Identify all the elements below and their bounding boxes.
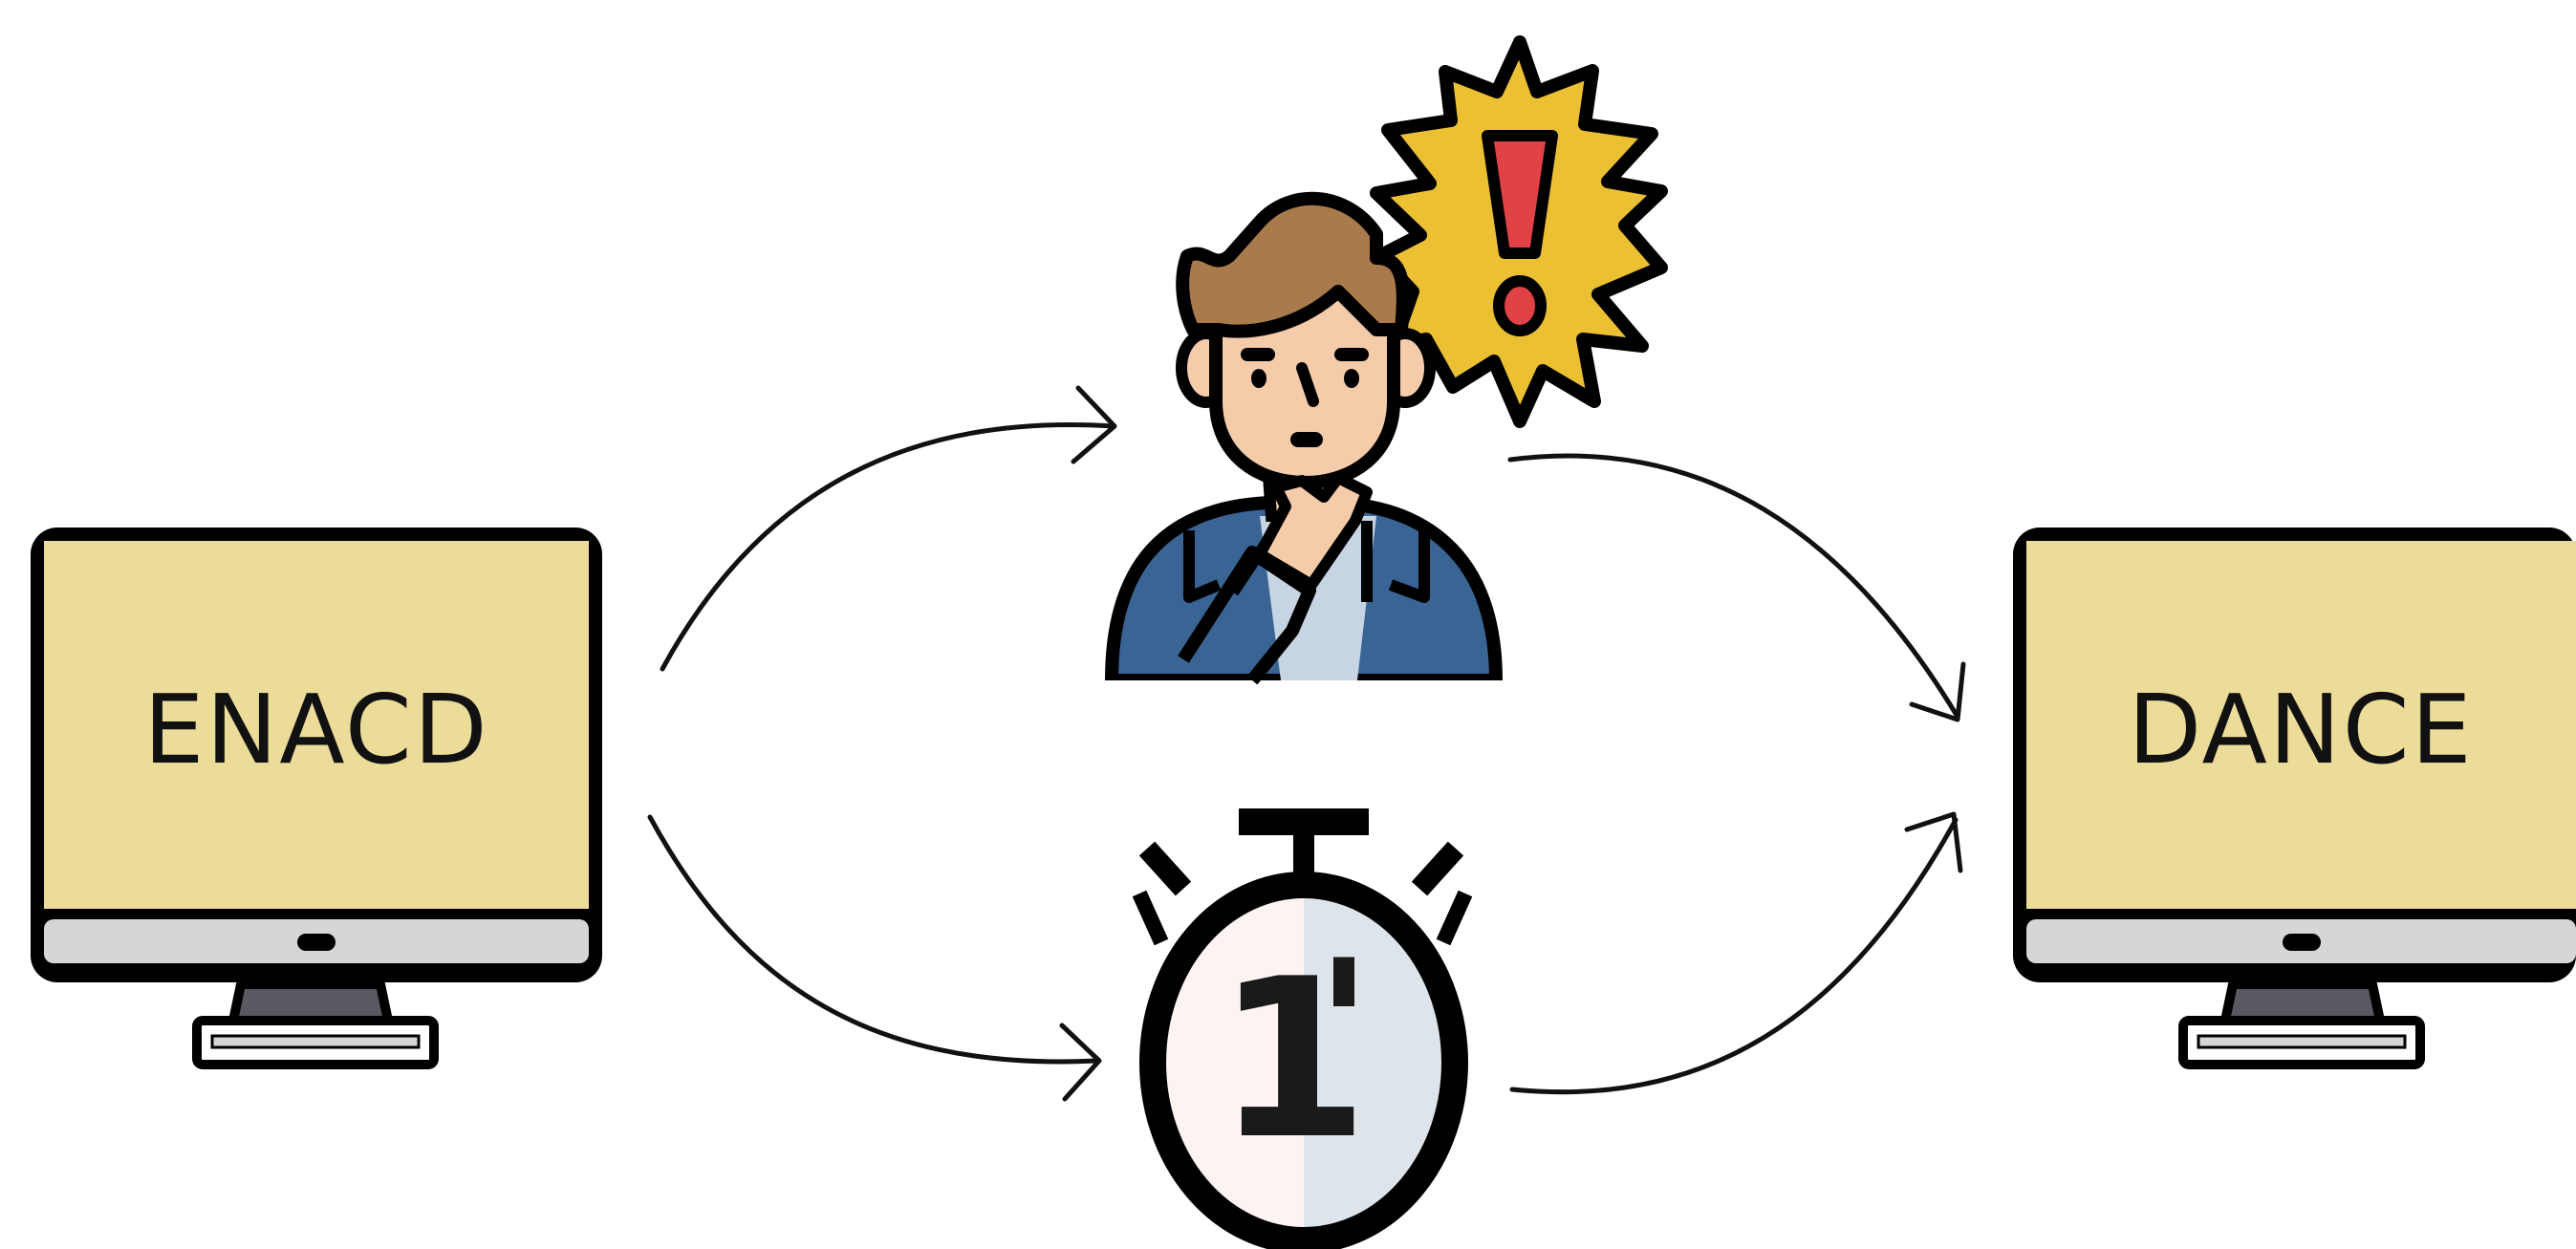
- left-monitor-word: ENACD: [143, 674, 488, 786]
- arrow-left-to-person: [662, 388, 1115, 669]
- stopwatch-icon: 1 ': [1139, 808, 1465, 1249]
- arrow-stopwatch-to-right: [1512, 814, 1960, 1092]
- left-monitor-icon: ENACD: [31, 528, 602, 1065]
- arrow-left-to-stopwatch: [650, 817, 1099, 1099]
- right-monitor-word: DANCE: [2128, 674, 2473, 786]
- stopwatch-prime: ': [1316, 921, 1372, 1132]
- arrow-person-to-right: [1510, 456, 1963, 720]
- right-monitor-icon: DANCE: [2013, 528, 2576, 1065]
